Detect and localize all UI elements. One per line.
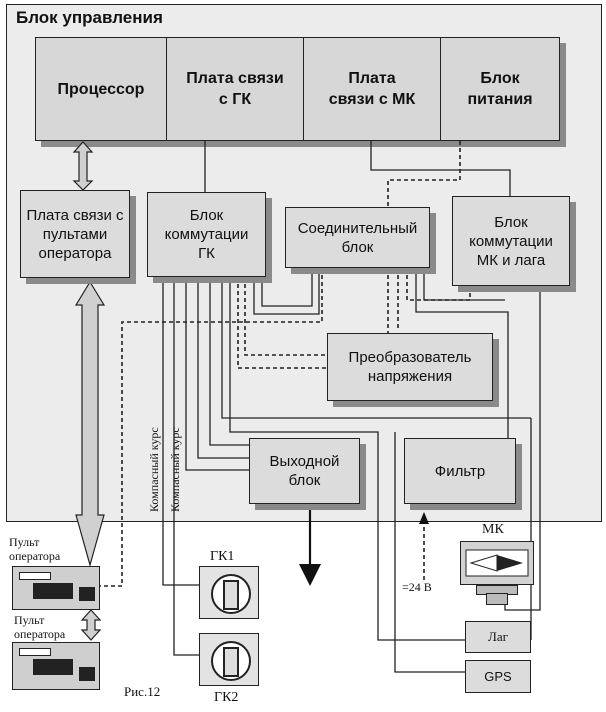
gyrocompass-icon	[199, 566, 259, 619]
mk-label: МК	[482, 522, 504, 537]
gk-board-block: Плата связи с ГК	[167, 38, 304, 140]
power-block: Блок питания	[467, 70, 533, 108]
top-block-row: Процессор Плата связи с ГК Плата связи с…	[35, 37, 560, 141]
compass-course-label-1: Компасный курс	[147, 427, 161, 512]
gyrocompass-icon	[199, 633, 259, 686]
gk2-label: ГК2	[214, 690, 239, 705]
processor-block: Процессор	[36, 38, 167, 140]
control-unit-title: Блок управления	[16, 8, 163, 27]
console-label-1: Пульт оператора	[9, 535, 61, 563]
connector-block: Соединительный блок	[285, 207, 430, 268]
voltage-label: =24 В	[402, 580, 432, 594]
operator-console-icon	[12, 566, 100, 610]
operator-console-icon	[12, 642, 100, 690]
output-block: Выходной блок	[249, 438, 360, 504]
compass-course-label-2: Компасный курс	[168, 427, 182, 512]
console-label-2: Пульт оператора	[14, 613, 66, 641]
gk1-label: ГК1	[210, 549, 235, 564]
magnetic-compass-icon	[460, 541, 534, 585]
mk-board-block: Плата связи с МК	[304, 38, 441, 140]
filter-block: Фильтр	[404, 438, 516, 504]
figure-caption: Рис.12	[124, 684, 161, 699]
operator-board-block: Плата связи с пультами оператора	[20, 190, 130, 278]
mk-stem	[486, 593, 508, 605]
gps-block: GPS	[465, 660, 531, 693]
mk-switch-block: Блок коммутации МК и лага	[452, 196, 570, 286]
lag-block: Лаг	[465, 621, 531, 653]
voltage-converter-block: Преобразователь напряжения	[327, 333, 493, 401]
gk-switch-block: Блок коммутации ГК	[147, 192, 266, 277]
